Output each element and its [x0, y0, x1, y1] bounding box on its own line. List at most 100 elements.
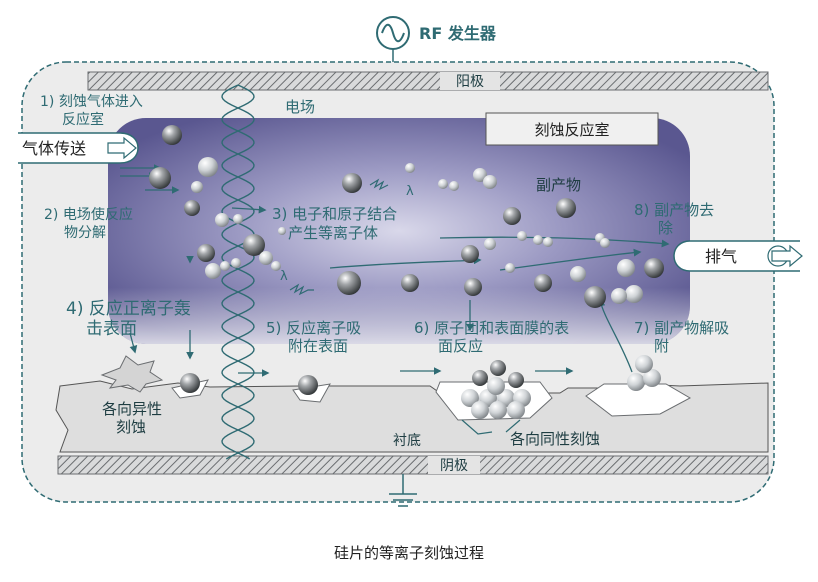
step-5-line-2: 附在表面 — [288, 337, 348, 355]
step-6-line-1: 6) 原子团和表面膜的表 — [414, 319, 569, 337]
lambda-label-1: λ — [406, 184, 414, 199]
step-7-label: 7) 副产物解吸 附 — [634, 319, 729, 355]
step-7-line-1: 7) 副产物解吸 — [634, 319, 729, 337]
ground-icon — [389, 474, 417, 507]
heavy-particle — [534, 274, 552, 292]
electric-field-wave — [221, 84, 255, 460]
light-particle — [405, 163, 415, 173]
heavy-particle — [556, 198, 576, 218]
heavy-particle — [490, 360, 506, 376]
light-particle — [471, 401, 489, 419]
light-particle — [449, 181, 459, 191]
light-particle — [625, 285, 643, 303]
step-2-line-1: 2) 电场使反应 — [44, 206, 133, 223]
light-particle — [233, 214, 243, 224]
heavy-particle — [162, 125, 182, 145]
gas-inlet-label: 气体传送 — [22, 139, 86, 158]
step-5-line-1: 5) 反应离子吸 — [266, 319, 361, 337]
heavy-particle — [401, 274, 419, 292]
figure-caption: 硅片的等离子刻蚀过程 — [334, 544, 484, 562]
particles — [149, 125, 664, 419]
heavy-particle — [184, 200, 200, 216]
light-particle — [570, 266, 586, 282]
light-particle — [505, 263, 515, 273]
lambda-label-2: λ — [280, 269, 288, 284]
exhaust-label: 排气 — [705, 247, 737, 266]
exhaust-outlet: 排气 — [673, 240, 803, 272]
light-particle — [487, 377, 505, 395]
step-8-line-1: 8) 副产物去 — [634, 201, 714, 219]
light-particle — [191, 181, 203, 193]
light-particle — [483, 175, 497, 189]
heavy-particle — [298, 375, 318, 395]
photon-emissions: λ λ — [280, 178, 414, 296]
light-particle — [271, 261, 281, 271]
rf-generator: RF 发生器 — [376, 16, 497, 72]
heavy-particle — [503, 207, 521, 225]
light-particle — [205, 263, 221, 279]
heavy-particle — [149, 167, 171, 189]
light-particle — [231, 258, 241, 268]
step-4-line-1: 4) 反应正离子轰 — [66, 299, 191, 319]
anode-plate: 阳极 — [87, 71, 769, 91]
step-1-label: 1) 刻蚀气体进入 反应室 — [40, 94, 143, 128]
step-3-label: 3) 电子和原子结合 产生等离子体 — [272, 205, 397, 242]
light-particle — [484, 238, 496, 250]
step-3-line-1: 3) 电子和原子结合 — [272, 205, 397, 223]
light-particle — [611, 288, 627, 304]
step-4-line-2: 击表面 — [86, 319, 137, 339]
light-particle — [543, 237, 553, 247]
heavy-particle — [584, 286, 606, 308]
step-6-label: 6) 原子团和表面膜的表 面反应 — [414, 319, 569, 355]
step-7-line-2: 附 — [654, 337, 669, 355]
heavy-particle — [464, 278, 482, 296]
anisotropic-label-line-1: 各向异性 — [102, 400, 162, 418]
anisotropic-label-line-2: 刻蚀 — [116, 418, 146, 436]
step-2-line-2: 物分解 — [64, 225, 106, 241]
light-particle — [635, 355, 653, 373]
isotropic-label: 各向同性刻蚀 — [510, 430, 600, 448]
electric-field-label: 电场 — [285, 98, 315, 116]
light-particle — [259, 251, 273, 265]
substrate-label: 衬底 — [393, 433, 421, 449]
light-particle — [461, 389, 479, 407]
light-particle — [507, 401, 525, 419]
ion-impact-star — [100, 355, 164, 393]
cathode-label: 阴极 — [440, 458, 468, 474]
step-2-label: 2) 电场使反应 物分解 — [44, 206, 133, 241]
heavy-particle — [508, 372, 524, 388]
chamber-label: 刻蚀反应室 — [534, 121, 609, 139]
step-6-line-2: 面反应 — [438, 337, 483, 355]
rf-generator-label: RF 发生器 — [419, 24, 497, 43]
light-particle — [215, 213, 229, 227]
heavy-particle — [180, 373, 200, 393]
gas-in-arrow-icon — [107, 136, 137, 160]
byproduct-label: 副产物 — [536, 176, 581, 194]
light-particle — [517, 231, 527, 241]
heavy-particle — [337, 271, 361, 295]
step-1-line-2: 反应室 — [62, 111, 104, 128]
light-particle — [220, 261, 230, 271]
chamber-label-box — [485, 112, 659, 146]
light-particle — [278, 227, 286, 235]
light-particle — [627, 373, 645, 391]
light-particle — [600, 238, 610, 248]
step-8-line-2: 除 — [658, 219, 673, 237]
light-particle — [617, 259, 635, 277]
heavy-particle — [197, 244, 215, 262]
desorption-etch-pit — [585, 383, 692, 417]
cathode-plate: 阴极 — [57, 455, 769, 475]
light-particle — [438, 179, 448, 189]
heavy-particle — [472, 370, 488, 386]
step-4-label: 4) 反应正离子轰 击表面 — [66, 299, 191, 339]
light-particle — [198, 157, 218, 177]
step-3-line-2: 产生等离子体 — [288, 224, 378, 242]
light-particle — [643, 369, 661, 387]
gas-inlet: 气体传送 — [18, 132, 139, 164]
heavy-particle — [461, 245, 479, 263]
light-particle — [533, 235, 543, 245]
heavy-particle — [243, 234, 265, 256]
step-1-line-1: 1) 刻蚀气体进入 — [40, 94, 143, 110]
exhaust-arrow-icon — [771, 244, 803, 268]
